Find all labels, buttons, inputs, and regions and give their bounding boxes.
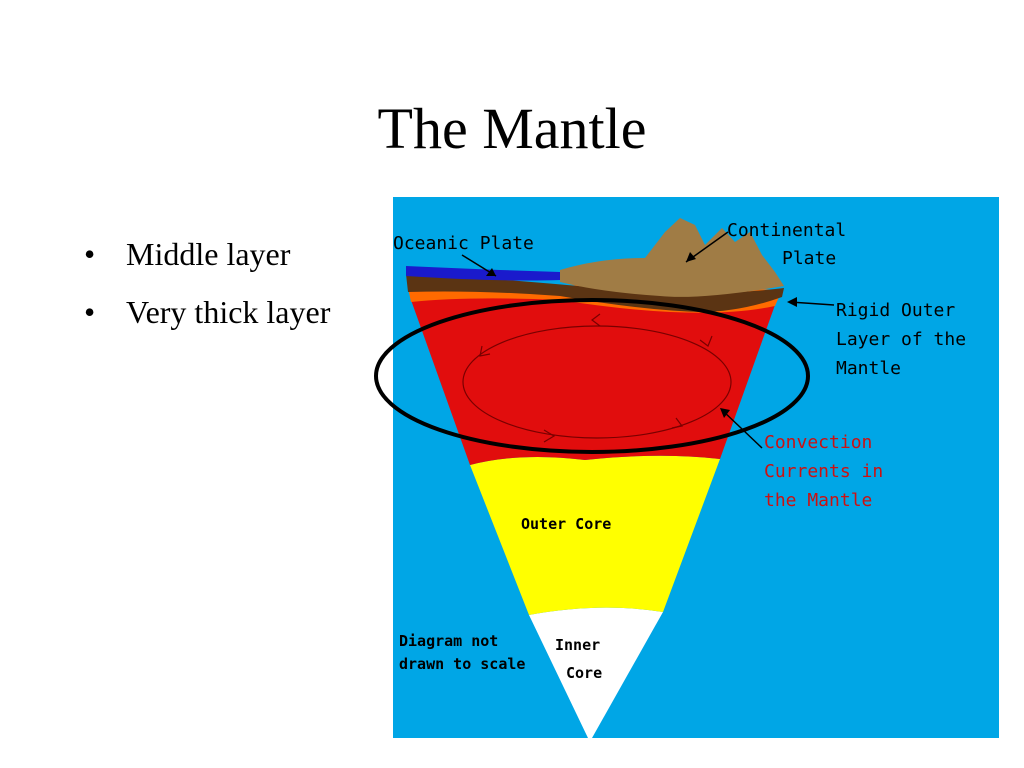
convection-currents-label: Currents in [764,461,883,482]
oceanic-plate-arrow-icon [486,268,496,276]
convection-arrow-icon [699,335,713,347]
continental-plate-arrow-icon [686,252,696,262]
convection-arrow-icon [543,429,556,443]
inner-core [529,607,663,738]
ocean [406,266,560,281]
rigid-outer-layer-label: Mantle [836,358,901,379]
convection-currents-label: Convection [764,432,872,453]
convection-currents-label: the Mantle [764,490,872,511]
inner-core-label: Inner [555,636,600,654]
outer-core-label: Outer Core [521,515,611,533]
convection-arrow-icon [671,417,684,429]
oceanic-plate-label: Oceanic Plate [393,233,534,254]
bullet-dot: • [84,236,96,272]
convection-arrow-icon [591,313,601,327]
mantle-highlight-ring [374,298,810,454]
scale-note-label: Diagram not [399,632,498,650]
inner-core-label: Core [566,664,602,682]
rigid-outer-layer-label: Rigid Outer [836,300,955,321]
crust [406,274,784,312]
outer-core [470,455,720,615]
convection-current-loop [462,325,732,439]
scale-note-label: drawn to scale [399,655,525,673]
bullet-item: • Very thick layer [84,290,330,348]
slide-title: The Mantle [377,96,647,161]
bullet-dot: • [84,294,96,330]
rigid-layer-arrow-icon [787,297,797,307]
continental-plate [560,218,784,297]
bullet-item: • Middle layer [84,232,330,290]
bullet-list: • Middle layer • Very thick layer [84,232,330,348]
mantle [411,296,775,465]
continental-plate-label: Plate [782,248,836,269]
rigid-outer-layer-label: Layer of the [836,329,966,350]
convection-arrow-icon [479,345,491,357]
convection-arrow-icon [720,408,730,418]
continental-plate-label: Continental [727,220,846,241]
rigid-layer-pointer [789,301,835,306]
bullet-text: Very thick layer [126,294,331,330]
bullet-text: Middle layer [126,236,291,272]
